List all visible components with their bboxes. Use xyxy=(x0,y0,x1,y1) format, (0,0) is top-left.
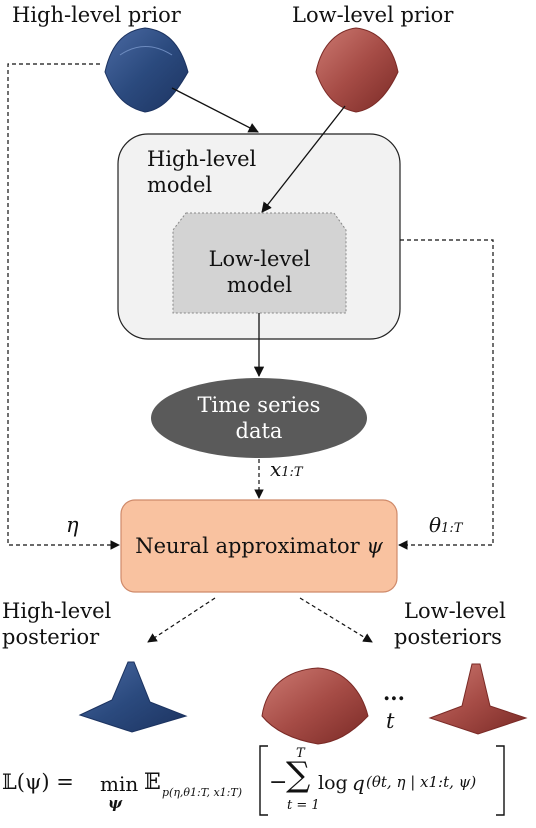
eta-label: η xyxy=(66,513,79,537)
theta-dashed-path xyxy=(398,239,494,550)
high-level-prior-label: High-level prior xyxy=(12,3,181,27)
formula-minus: − xyxy=(269,770,288,795)
x-label: x1:T xyxy=(270,457,303,481)
low-level-posterior-label-line1: Low-level xyxy=(404,599,506,623)
theta-label: θ1:T xyxy=(429,513,463,537)
low-level-prior-surface xyxy=(315,27,399,113)
high-level-model-label-line2: model xyxy=(147,173,213,197)
formula-sum-top: T xyxy=(296,746,305,761)
formula-log: log xyxy=(318,772,348,794)
neural-approximator-box[interactable] xyxy=(120,499,398,593)
formula-left-bracket xyxy=(259,745,268,816)
formula-min-sub: ψ xyxy=(108,794,123,812)
low-level-model-box xyxy=(172,212,347,314)
formula-sum-bottom: t = 1 xyxy=(287,798,320,813)
low-level-prior-label: Low-level prior xyxy=(292,3,454,27)
formula-min: min xyxy=(100,772,139,796)
low-level-posterior-label-line2: posteriors xyxy=(394,625,502,649)
low-level-model-label-line2: model xyxy=(226,273,293,297)
high-level-model-label-line1: High-level xyxy=(147,147,257,171)
formula-lhs: 𝕃(ψ) = xyxy=(2,770,74,794)
time-series-label-line1: Time series xyxy=(197,393,321,417)
time-series-label-line2: data xyxy=(235,419,283,443)
high-level-posterior-surface xyxy=(78,661,188,733)
formula-args: (θt, η | x1:t, ψ) xyxy=(366,773,477,791)
ellipsis-label: ... xyxy=(383,680,405,705)
to-high-posterior-arrow xyxy=(147,597,216,643)
neural-approximator-label: Neural approximator ψ xyxy=(135,534,383,558)
formula-expectation: 𝔼 xyxy=(144,770,161,795)
high-level-prior-surface xyxy=(104,27,189,113)
high-prior-arrow xyxy=(171,87,259,133)
formula-right-bracket xyxy=(496,745,505,816)
low-level-posterior-surface-2 xyxy=(428,663,528,735)
formula-q: q xyxy=(352,771,365,795)
low-level-posterior-surface-1 xyxy=(261,667,369,745)
high-level-posterior-label-line2: posterior xyxy=(2,625,100,649)
high-level-posterior-label-line1: High-level xyxy=(2,599,112,623)
t-label: t xyxy=(386,709,395,733)
eta-dashed-path xyxy=(7,63,120,550)
low-level-model-label-line1: Low-level xyxy=(208,247,311,271)
to-low-posterior-arrow xyxy=(299,597,373,643)
formula-expectation-sub: p(η,θ1:T, x1:T) xyxy=(162,786,242,799)
time-series-ellipse xyxy=(151,378,367,458)
formula-sum: ∑ xyxy=(286,755,311,795)
low-prior-arrow xyxy=(261,105,346,213)
